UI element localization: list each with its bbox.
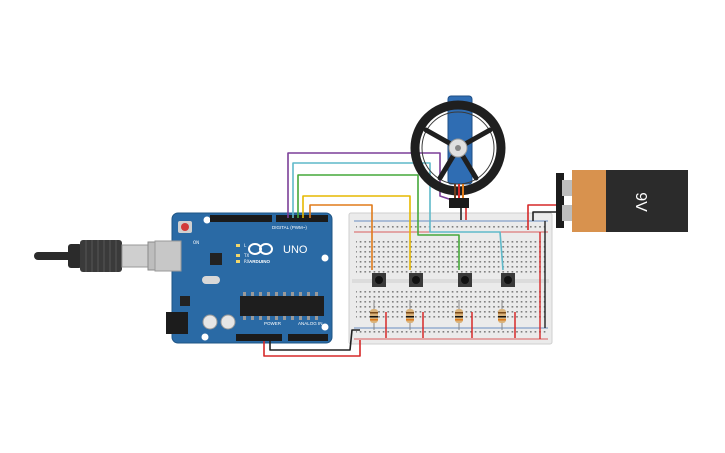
servo-connector bbox=[449, 198, 469, 208]
usb-chip bbox=[210, 253, 222, 265]
board-brand: ARDUINO bbox=[249, 259, 270, 264]
wire-gnd[interactable] bbox=[269, 329, 360, 351]
resistor[interactable] bbox=[406, 300, 414, 330]
rx-label: RX bbox=[244, 259, 250, 264]
wire-yellow[interactable] bbox=[302, 195, 411, 270]
battery-terminal bbox=[562, 205, 572, 221]
regulator bbox=[180, 296, 190, 306]
bottom-terminal-holes[interactable] bbox=[356, 288, 546, 321]
center-channel bbox=[352, 279, 549, 283]
on-label: ON bbox=[193, 240, 199, 245]
l-led bbox=[236, 244, 240, 247]
battery-label: 9V bbox=[632, 192, 649, 212]
capacitor bbox=[220, 314, 236, 330]
push-button[interactable] bbox=[372, 273, 386, 287]
push-button[interactable] bbox=[409, 273, 423, 287]
resistor[interactable] bbox=[455, 300, 463, 330]
digital-header-left[interactable] bbox=[210, 215, 272, 222]
arduino-logo-icon bbox=[248, 243, 273, 255]
battery-9v[interactable]: 9V bbox=[556, 170, 688, 232]
power-jack bbox=[166, 312, 188, 334]
push-button[interactable] bbox=[501, 273, 515, 287]
wire-battery-negative[interactable] bbox=[532, 211, 560, 221]
top-rail-holes[interactable] bbox=[356, 224, 546, 229]
digital-label: DIGITAL (PWM~) bbox=[272, 225, 307, 230]
ground-jumpers[interactable] bbox=[385, 312, 516, 338]
analog-header[interactable] bbox=[288, 334, 328, 341]
tx-label: TX bbox=[243, 253, 249, 258]
resistor[interactable] bbox=[498, 300, 506, 330]
wire-purple[interactable] bbox=[287, 152, 453, 218]
push-button[interactable] bbox=[458, 273, 472, 287]
crystal bbox=[202, 276, 220, 284]
mounting-hole bbox=[203, 216, 211, 224]
usb-jack bbox=[154, 240, 182, 272]
power-label: POWER bbox=[264, 321, 282, 326]
digital-header-right[interactable] bbox=[276, 215, 328, 222]
mounting-hole bbox=[201, 333, 209, 341]
analog-label: ANALOG IN bbox=[298, 321, 323, 326]
wire-5v[interactable] bbox=[263, 340, 361, 357]
l-label: L bbox=[244, 243, 247, 248]
usb-cable[interactable] bbox=[34, 240, 171, 272]
wire-orange[interactable] bbox=[309, 204, 373, 270]
resistor[interactable] bbox=[370, 300, 378, 330]
battery-terminal bbox=[562, 180, 572, 196]
reset-button[interactable] bbox=[181, 223, 189, 231]
arduino-uno-board[interactable]: L TX RX ON UNO ARDUINO DIGITAL (PWM~) PO… bbox=[154, 212, 333, 344]
capacitor bbox=[202, 314, 218, 330]
board-model: UNO bbox=[283, 244, 308, 256]
mounting-hole bbox=[321, 323, 329, 331]
wire-green[interactable] bbox=[297, 174, 460, 270]
battery-clip bbox=[556, 173, 564, 228]
atmega-chip bbox=[240, 296, 324, 316]
rx-led bbox=[236, 260, 240, 263]
wire-cyan[interactable] bbox=[292, 162, 504, 271]
servo-motor[interactable] bbox=[410, 95, 506, 208]
top-terminal-holes[interactable] bbox=[356, 241, 546, 274]
power-header[interactable] bbox=[236, 334, 282, 341]
mounting-hole bbox=[321, 254, 329, 262]
bottom-rail-holes[interactable] bbox=[356, 331, 546, 336]
tx-led bbox=[236, 254, 240, 257]
